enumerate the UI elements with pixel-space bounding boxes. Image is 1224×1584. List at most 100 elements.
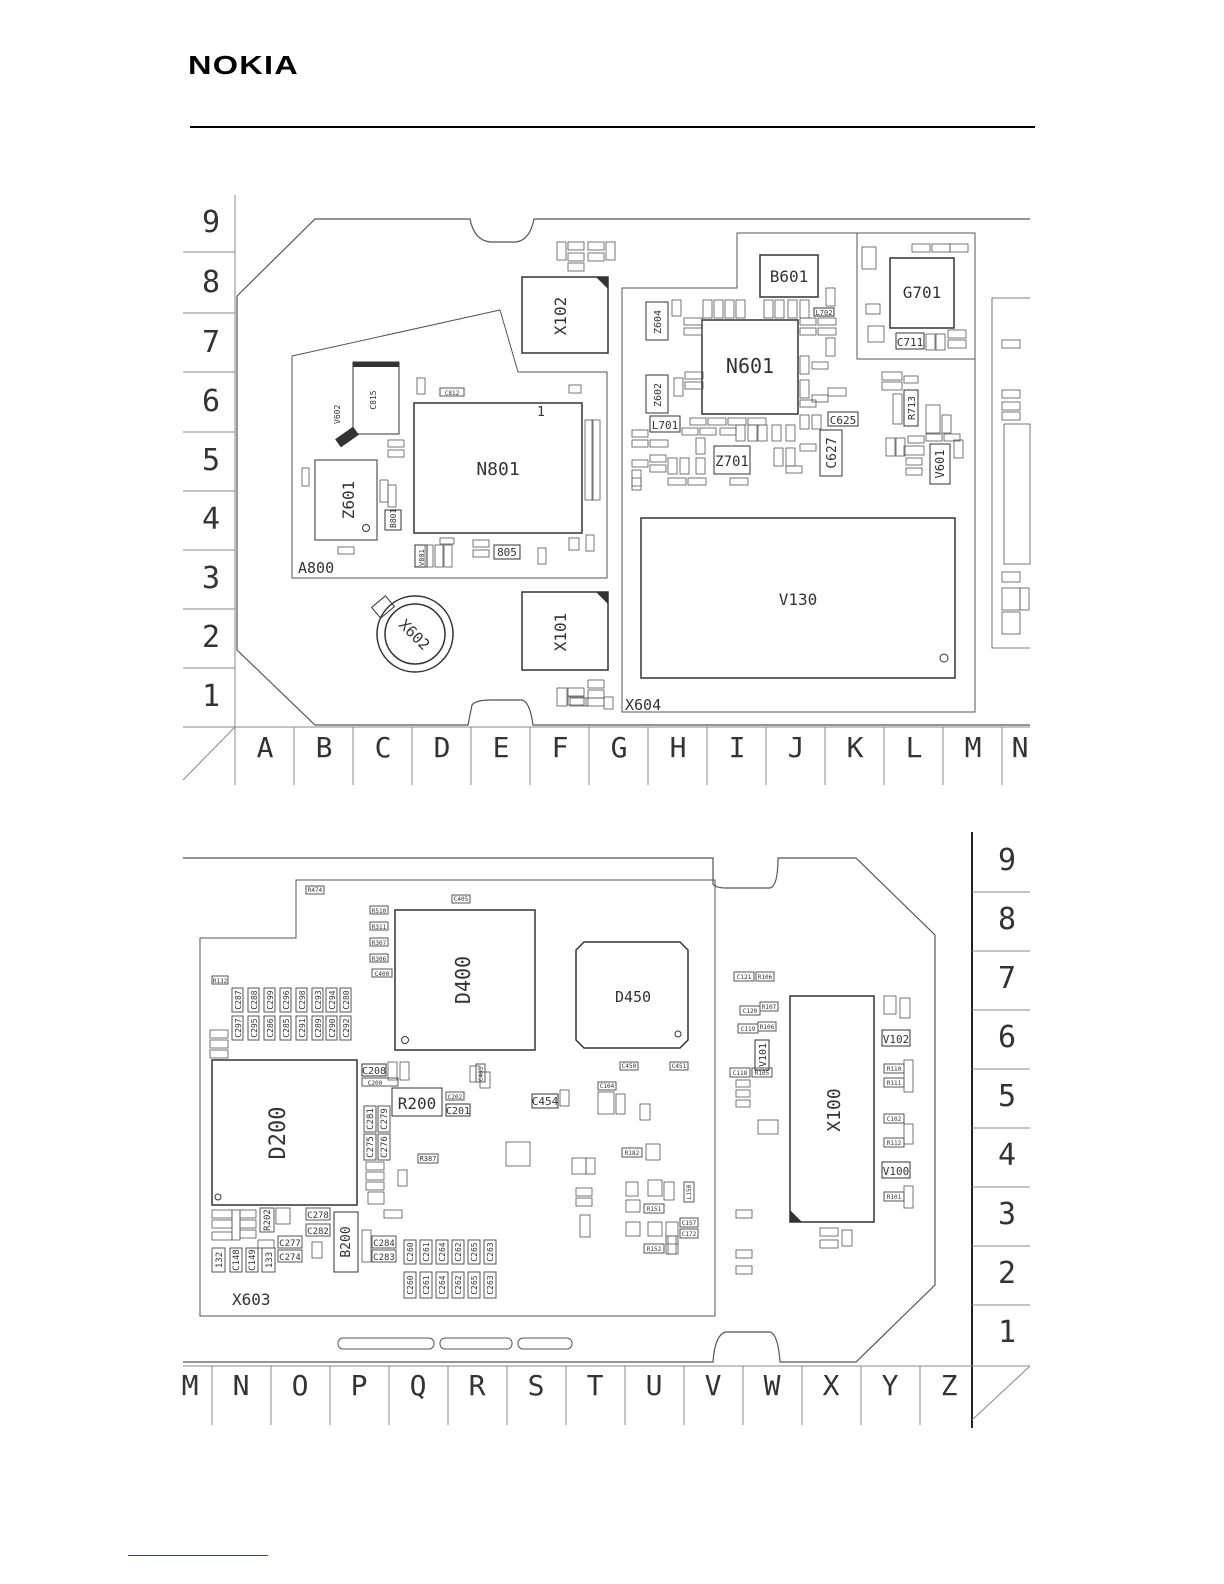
part-v602 [335,426,359,448]
x102-pin-mark [596,277,608,289]
connector-pads [337,1337,573,1350]
passives-x604 [631,243,969,491]
label-r510: R510 [372,908,387,915]
label-r112: R112 [887,1140,902,1147]
cap-grid: C287 C288 C299 C296 C298 C293 C280 C297 … [231,987,352,1041]
label-c286: C286 [266,1018,275,1037]
part-c451 [669,1061,689,1071]
part-c201 [445,1103,471,1117]
partial-right-top [991,297,1031,649]
label-r106-b: R106 [760,1024,775,1031]
col-label: H [670,731,687,764]
label-c157: C157 [682,1220,697,1227]
label-b200: B200 [339,1226,354,1257]
col-label: F [552,731,569,764]
col-label: J [788,731,805,764]
part-l701 [649,415,681,433]
col-label: T [587,1369,604,1402]
top-row-labels: 9 8 7 6 5 4 3 2 1 [202,205,220,714]
label-b601: B601 [770,267,809,286]
label-c290: C290 [328,1018,337,1037]
x603-region [199,879,716,1317]
label-c283: C283 [373,1253,395,1263]
row-label: 4 [202,502,220,537]
part-b200 [333,1211,359,1273]
label-x102: X102 [551,297,570,336]
chip-x100 [789,995,875,1223]
col-label: N [1012,731,1029,764]
label-r474: R474 [308,887,323,894]
label-r101: R101 [887,1194,902,1201]
label-c711: C711 [897,336,924,349]
label-z601: Z601 [339,481,358,520]
bottom-left-cluster: 132 C148 C149 133 R202 C278 C282 C277 C2… [211,1063,486,1273]
part-r200 [391,1087,443,1117]
chip-d450 [575,941,689,1049]
chip-n601 [701,319,799,415]
label-c263-a: C263 [486,1242,495,1261]
chip-v130 [640,517,956,679]
col-label: I [729,731,746,764]
part-c405 [451,894,471,904]
label-x602: X602 [395,616,433,654]
part-v102 [881,1029,911,1047]
label-c292: C292 [342,1018,351,1037]
label-c262-a: C262 [454,1242,463,1261]
label-l701: L701 [652,419,679,432]
label-r106-a: R106 [758,974,773,981]
label-r132: R132 [213,978,228,985]
label-805: 805 [497,546,517,559]
label-v130: V130 [779,590,818,609]
chip-x102 [521,276,609,354]
label-c454: C454 [532,1095,559,1108]
label-c281: C281 [366,1108,376,1130]
label-v102: V102 [883,1033,910,1046]
label-r306: R306 [372,956,387,963]
label-c288: C288 [250,990,259,1009]
board-outline-bottom [183,857,936,1363]
label-r182: R182 [625,1150,640,1157]
label-g701: G701 [903,283,942,302]
label-c278: C278 [307,1211,329,1221]
label-c298: C298 [298,990,307,1009]
label-z602: Z602 [653,383,664,407]
label-c260-b: C260 [406,1275,415,1294]
part-c711 [895,332,925,350]
part-805 [493,544,521,560]
label-c296: C296 [282,990,291,1009]
col-label: A [257,731,274,764]
label-x604: X604 [625,696,661,714]
part-b801 [384,509,402,531]
passives-a800 [301,377,601,568]
top-placement-diagram: 9 8 7 6 5 4 3 2 1 A B C D E F G H I J K … [182,195,1031,785]
part-c208 [361,1063,387,1077]
d200-pin-dot [214,1193,222,1201]
label-r111: R111 [887,1080,902,1087]
row-label: 1 [202,679,220,714]
label-c284: C284 [373,1239,395,1249]
label-c277: C277 [279,1239,301,1249]
label-c202: C202 [448,1094,463,1101]
row-label: 3 [998,1197,1016,1232]
col-label: G [611,731,628,764]
part-v101 [754,1039,770,1071]
label-c132: 132 [215,1252,225,1268]
g701-region [856,232,976,360]
label-c297: C297 [234,1018,243,1037]
label-c627: C627 [825,437,840,468]
col-label: W [764,1369,781,1402]
resistor-column: R510 R311 R307 R306 C400 R132 R474 [211,885,393,985]
row-label: 5 [202,443,220,478]
chip-z601 [314,459,378,541]
col-label: S [528,1369,545,1402]
footer-link-underline[interactable] [128,1555,268,1556]
part-r713 [903,389,919,427]
row-label: 1 [998,1315,1016,1350]
label-c118: C118 [733,1070,748,1077]
label-l150: L150 [686,1184,693,1199]
misc-small-parts [209,995,914,1275]
label-c400: C400 [375,971,390,978]
label-z701: Z701 [715,454,749,470]
label-c265-a: C265 [470,1242,479,1261]
